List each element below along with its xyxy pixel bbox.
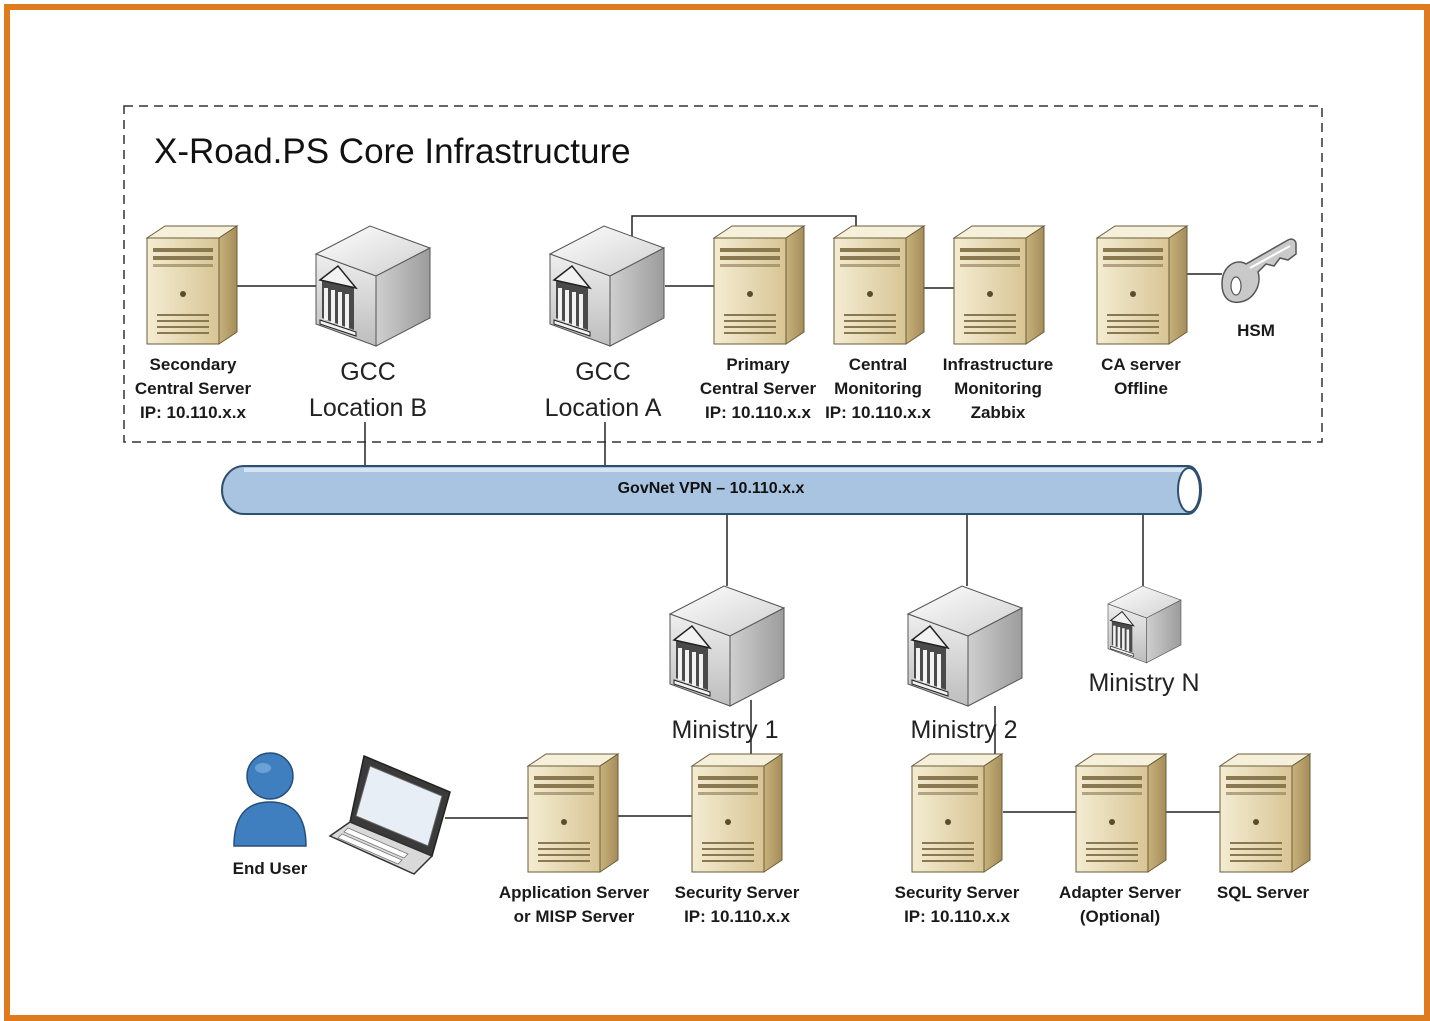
- central-monitoring-label: Central Monitoring IP: 10.110.x.x: [825, 355, 931, 422]
- govnet-vpn-label: GovNet VPN – 10.110.x.x: [617, 480, 805, 497]
- ministry-n-gateway-icon: [1107, 585, 1182, 664]
- ca-server-label: CA server Offline: [1101, 355, 1181, 398]
- gcc-location-a-label: GCC Location A: [544, 358, 662, 422]
- diagram-title: X-Road.PS Core Infrastructure: [154, 132, 631, 171]
- key-icon: [1221, 238, 1297, 304]
- ministry-2-gateway-icon: [907, 585, 1023, 707]
- gcc-location-b-gateway-icon: [315, 225, 431, 347]
- govnet-vpn-pipe: [221, 465, 1202, 515]
- hsm-label: HSM: [1237, 321, 1275, 340]
- ministry-1-gateway-icon: [669, 585, 785, 707]
- ministry-n-label: Ministry N: [1088, 669, 1200, 697]
- application-server-icon: [527, 753, 619, 873]
- security-server-2-label: Security Server IP: 10.110.x.x: [894, 883, 1020, 926]
- connection-lines: [236, 215, 1222, 819]
- page-frame: [4, 4, 1430, 1021]
- end-user-label: End User: [232, 859, 308, 878]
- secondary-central-server-icon: [146, 225, 238, 345]
- sql-server-label: SQL Server: [1216, 883, 1310, 902]
- central-monitoring-server-icon: [833, 225, 925, 345]
- sql-server-icon: [1219, 753, 1311, 873]
- infrastructure-monitoring-label: Infrastructure Monitoring Zabbix: [942, 355, 1054, 422]
- user-icon: [233, 752, 307, 847]
- adapter-server-label: Adapter Server (Optional): [1059, 883, 1181, 926]
- gcc-location-a-gateway-icon: [549, 225, 665, 347]
- infrastructure-monitoring-server-icon: [953, 225, 1045, 345]
- ministry-1-label: Ministry 1: [671, 716, 779, 744]
- security-server-1-label: Security Server IP: 10.110.x.x: [674, 883, 800, 926]
- application-server-label: Application Server or MISP Server: [498, 883, 650, 926]
- adapter-server-icon: [1075, 753, 1167, 873]
- security-server-2-icon: [911, 753, 1003, 873]
- security-server-1-icon: [691, 753, 783, 873]
- primary-central-server-label: Primary Central Server IP: 10.110.x.x: [699, 355, 817, 422]
- gcc-location-b-label: GCC Location B: [308, 358, 428, 422]
- ministry-2-label: Ministry 2: [910, 716, 1018, 744]
- secondary-central-server-label: Secondary Central Server IP: 10.110.x.x: [134, 355, 252, 422]
- primary-central-server-icon: [713, 225, 805, 345]
- laptop-icon: [328, 754, 451, 875]
- core-infrastructure-boundary: [123, 105, 1323, 443]
- ca-server-icon: [1096, 225, 1188, 345]
